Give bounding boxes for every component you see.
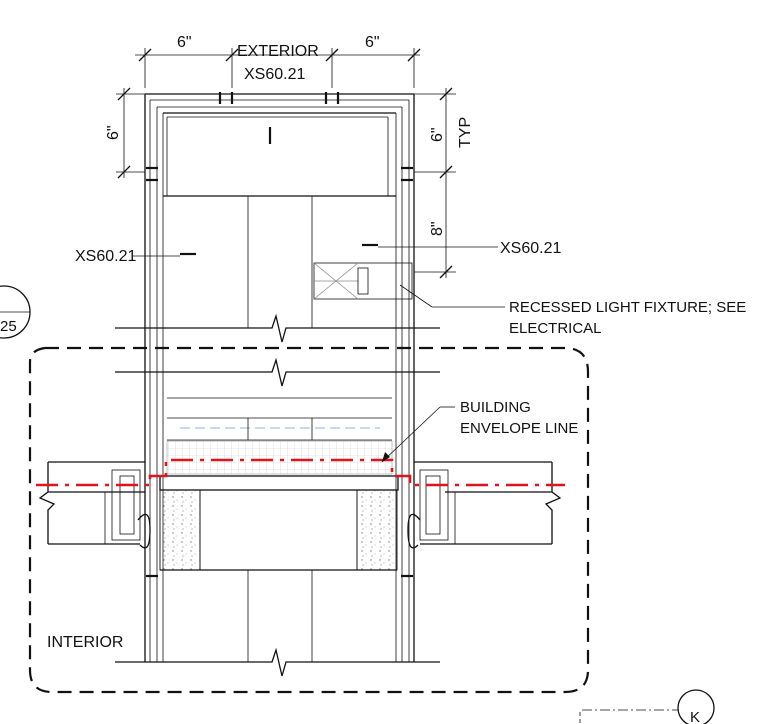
storefront-left [38,461,145,545]
dimension-top: 6" 6" [135,34,421,88]
light-fixture [313,262,413,300]
dim-right-typ: TYP [457,117,474,148]
annotations: EXTERIOR XS60.21 XS60.21 XS60.21 RECESSE… [47,43,746,651]
grid-bubble-label: K [690,709,700,724]
dim-right-vertical: 6" [429,127,446,142]
break-lines-lower [115,647,440,677]
dimension-left: 6" [105,87,145,179]
label-exterior: EXTERIOR [237,43,319,60]
column-lower [137,397,421,662]
tag-top[interactable]: XS60.21 [244,66,305,83]
dim-left-vertical: 6" [105,125,122,140]
envelope-label-line2: ENVELOPE LINE [460,420,578,437]
grid-bubble[interactable]: K [579,689,715,724]
dimension-right: 6" TYP 8" [414,87,474,279]
detail-callout[interactable]: 25 [0,285,31,339]
envelope-label-line1: BUILDING [460,399,531,416]
dim-top-right: 6" [365,34,380,51]
dim-top-left: 6" [177,34,192,51]
break-lines-upper [115,313,440,387]
tag-right[interactable]: XS60.21 [500,240,561,257]
storefront-right [414,461,562,545]
envelope-line [36,458,565,487]
label-interior: INTERIOR [47,634,123,651]
dim-right-lower: 8" [429,221,446,236]
fixture-label-line1: RECESSED LIGHT FIXTURE; SEE [509,299,746,316]
tag-left[interactable]: XS60.21 [75,248,136,265]
fixture-label-line2: ELECTRICAL [509,320,602,337]
detail-boundary [28,346,590,694]
detail-sheet-number: 25 [0,318,17,335]
